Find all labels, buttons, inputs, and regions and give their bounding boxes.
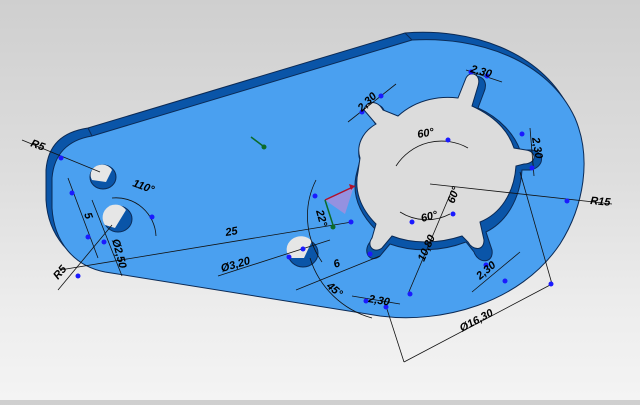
dim-25-length[interactable]: 25 (224, 225, 240, 239)
dim-r5-top[interactable]: R5 (29, 138, 47, 154)
dim-2-30-bottom[interactable]: 2,30 (366, 293, 391, 309)
dim-2-30-top-right[interactable]: 2,30 (468, 63, 494, 81)
coordinate-triad-icon (250, 136, 267, 150)
dim-2-30-right[interactable]: 2,30 (529, 135, 545, 160)
sketch-origin-icon (324, 184, 356, 230)
dim-60-inner-angle[interactable]: 60° (420, 209, 440, 225)
pivot-hole-upper[interactable] (89, 164, 117, 190)
spline-cutout-opening (356, 73, 535, 251)
dimension-annotations (21, 69, 613, 363)
spline-cutout[interactable] (354, 73, 542, 262)
dim-60-top-angle[interactable]: 60° (416, 126, 435, 141)
dimension-points (58, 69, 570, 310)
dim-5-spacing[interactable]: 5 (81, 211, 95, 222)
part-body[interactable] (45, 31, 585, 319)
dim-60-side-angle[interactable]: 60° (446, 185, 463, 205)
pivot-hole-lower[interactable] (102, 204, 133, 233)
dim-r15[interactable]: R15 (590, 195, 612, 209)
dim-22-angle[interactable]: 22° (313, 208, 329, 229)
dim-dia-16-30[interactable]: Ø16,30 (458, 307, 496, 335)
dim-6-length[interactable]: 6 (332, 257, 343, 271)
